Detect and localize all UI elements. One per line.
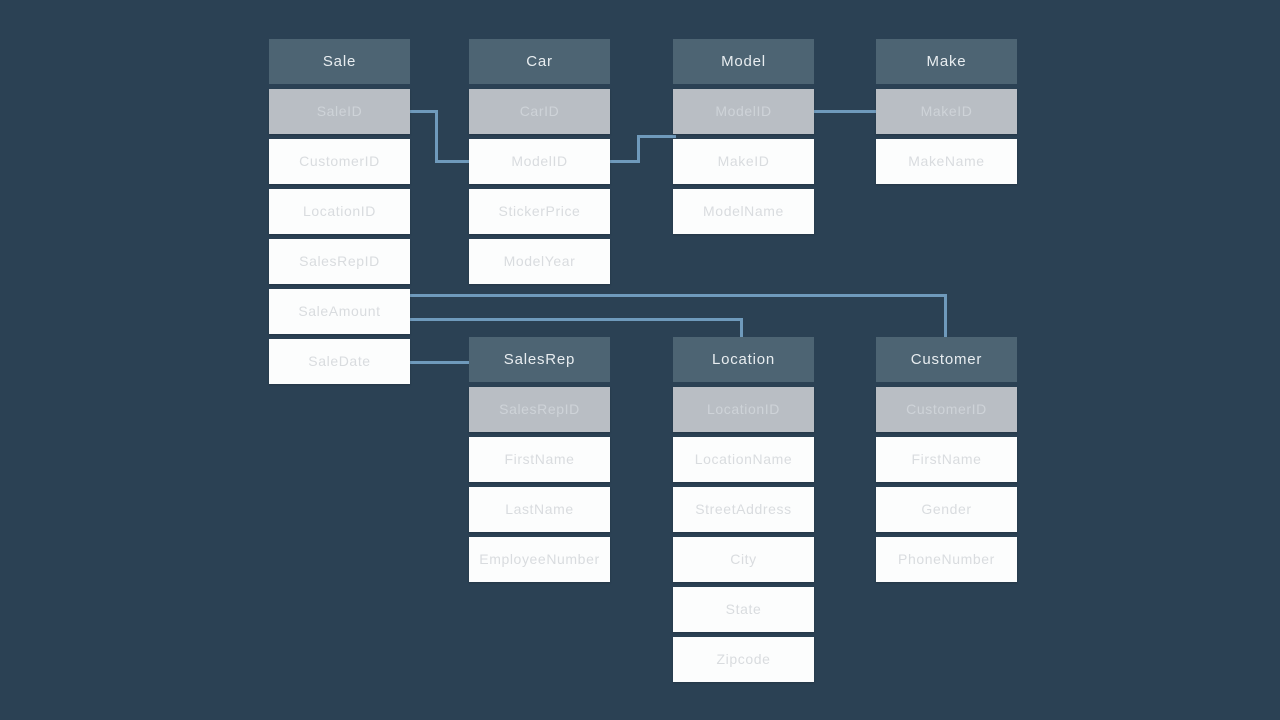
field-row-employeenumber: EmployeeNumber <box>469 537 610 582</box>
field-row-locationid: LocationID <box>269 189 410 234</box>
relationship-line-sale-car <box>434 109 438 163</box>
relationship-line-model-make <box>803 109 879 113</box>
field-row-firstname: FirstName <box>469 437 610 482</box>
table-header-location: Location <box>673 337 814 382</box>
primary-key-row-carid: CarID <box>469 89 610 134</box>
field-row-streetaddress: StreetAddress <box>673 487 814 532</box>
primary-key-row-locationid: LocationID <box>673 387 814 432</box>
relationship-line-sale-car <box>434 159 472 163</box>
field-row-firstname: FirstName <box>876 437 1017 482</box>
field-row-modelname: ModelName <box>673 189 814 234</box>
field-row-salesrepid: SalesRepID <box>269 239 410 284</box>
relationship-line-sale-location <box>739 317 743 342</box>
primary-key-row-saleid: SaleID <box>269 89 410 134</box>
field-row-lastname: LastName <box>469 487 610 532</box>
primary-key-row-salesrepid: SalesRepID <box>469 387 610 432</box>
table-header-make: Make <box>876 39 1017 84</box>
field-row-gender: Gender <box>876 487 1017 532</box>
relationship-line-sale-location <box>408 317 743 321</box>
table-header-customer: Customer <box>876 337 1017 382</box>
field-row-customerid: CustomerID <box>269 139 410 184</box>
field-row-saleamount: SaleAmount <box>269 289 410 334</box>
field-row-makeid: MakeID <box>673 139 814 184</box>
primary-key-row-modelid: ModelID <box>673 89 814 134</box>
relationship-line-car-model <box>636 134 640 163</box>
field-row-city: City <box>673 537 814 582</box>
relationship-line-sale-customer <box>408 293 947 297</box>
field-row-locationname: LocationName <box>673 437 814 482</box>
field-row-makename: MakeName <box>876 139 1017 184</box>
field-row-stickerprice: StickerPrice <box>469 189 610 234</box>
primary-key-row-makeid: MakeID <box>876 89 1017 134</box>
relationship-line-sale-salesrep <box>407 360 472 364</box>
relationship-line-car-model <box>598 159 640 163</box>
relationship-line-sale-customer <box>943 293 947 342</box>
relationship-line-car-model <box>636 134 676 138</box>
field-row-modelid: ModelID <box>469 139 610 184</box>
table-header-sale: Sale <box>269 39 410 84</box>
field-row-zipcode: Zipcode <box>673 637 814 682</box>
field-row-state: State <box>673 587 814 632</box>
primary-key-row-customerid: CustomerID <box>876 387 1017 432</box>
field-row-saledate: SaleDate <box>269 339 410 384</box>
field-row-modelyear: ModelYear <box>469 239 610 284</box>
field-row-phonenumber: PhoneNumber <box>876 537 1017 582</box>
table-header-car: Car <box>469 39 610 84</box>
relationship-line-sale-car <box>400 109 438 113</box>
table-header-salesrep: SalesRep <box>469 337 610 382</box>
table-header-model: Model <box>673 39 814 84</box>
